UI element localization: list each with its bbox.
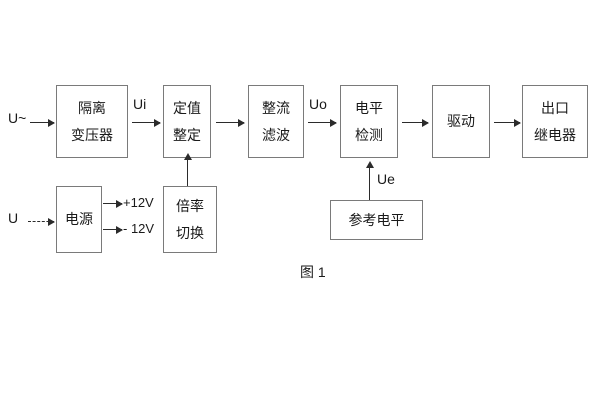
- arrow-level-detection-to-drive: [402, 119, 429, 127]
- arrow-input-dc-to-power-supply: [28, 218, 55, 226]
- block-level-detection-line-2: 检测: [355, 126, 383, 143]
- arrow-multiplier-switch-to-setting-value: [184, 153, 192, 186]
- arrow-setting-value-to-rectify-filter: [216, 119, 245, 127]
- block-reference-level-line-1: 参考电平: [348, 211, 405, 228]
- block-power-supply-line-1: 电源: [65, 211, 93, 228]
- arrow-power-supply-positive-rail: [103, 200, 123, 208]
- block-setting-value-line-1: 定值: [173, 99, 201, 116]
- block-isolation-transformer-line-1: 隔离: [78, 99, 106, 116]
- block-multiplier-switch-line-2: 切换: [176, 224, 204, 241]
- signal-ue-label: Ue: [377, 171, 395, 187]
- arrow-reference-level-to-level-detection: [366, 161, 374, 200]
- arrow-power-supply-negative-rail: [103, 226, 123, 234]
- signal-ui-label: Ui: [133, 96, 147, 112]
- block-level-detection-line-1: 电平: [355, 99, 383, 116]
- block-output-relay-line-2: 继电器: [534, 126, 576, 143]
- rail-positive-label: +12V: [123, 195, 154, 210]
- block-power-supply: 电源: [56, 186, 102, 253]
- signal-uo-label: Uo: [309, 96, 327, 112]
- block-isolation-transformer-line-2: 变压器: [71, 126, 113, 143]
- arrow-input-ac-to-isolation-transformer: [30, 119, 55, 127]
- block-isolation-transformer: 隔离 变压器: [56, 85, 128, 158]
- block-drive: 驱动: [432, 85, 490, 158]
- block-level-detection: 电平 检测: [340, 85, 398, 158]
- arrow-isolation-transformer-to-setting-value: [132, 119, 161, 127]
- block-reference-level: 参考电平: [330, 200, 423, 240]
- rail-negative-label: - 12V: [123, 221, 155, 236]
- block-rectify-filter-line-1: 整流: [262, 99, 290, 116]
- figure-caption: 图 1: [300, 264, 326, 280]
- input-ac-label: U~: [8, 110, 27, 126]
- block-rectify-filter-line-2: 滤波: [262, 126, 290, 143]
- block-setting-value: 定值 整定: [163, 85, 211, 158]
- block-drive-line-1: 驱动: [447, 113, 475, 130]
- block-output-relay-line-1: 出口: [541, 99, 569, 116]
- block-setting-value-line-2: 整定: [173, 126, 201, 143]
- block-multiplier-switch-line-1: 倍率: [176, 197, 204, 214]
- block-multiplier-switch: 倍率 切换: [163, 186, 217, 253]
- input-dc-label: U: [8, 210, 19, 226]
- block-output-relay: 出口 继电器: [522, 85, 588, 158]
- arrow-drive-to-output-relay: [494, 119, 521, 127]
- block-rectify-filter: 整流 滤波: [248, 85, 304, 158]
- arrow-rectify-filter-to-level-detection: [308, 119, 337, 127]
